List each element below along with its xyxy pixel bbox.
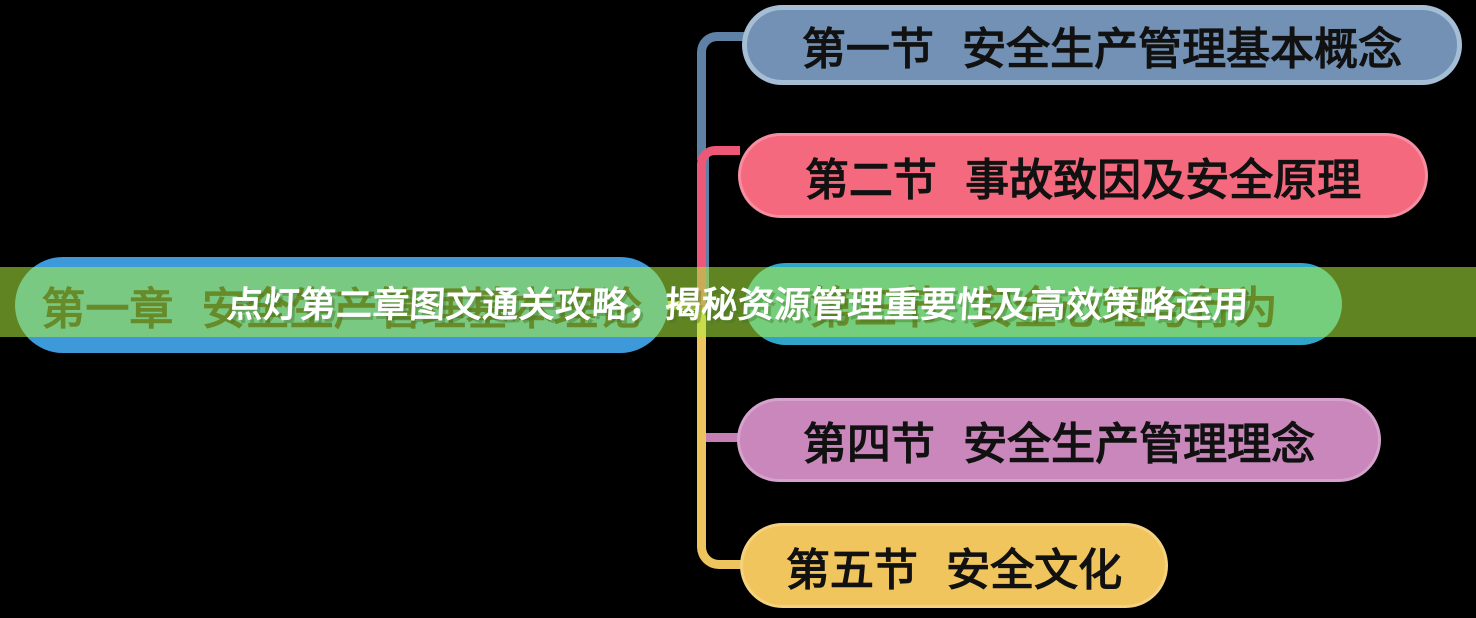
section-node-2[interactable]: 第二节 事故致因及安全原理 (738, 133, 1428, 218)
connector-section-5 (697, 307, 745, 569)
section-node-4[interactable]: 第四节 安全生产管理理念 (737, 398, 1381, 482)
title-banner-text: 点灯第二章图文通关攻略，揭秘资源管理重要性及高效策略运用 (225, 284, 1250, 325)
connector-section-1-trunk-sliver (706, 150, 709, 302)
section-node-1[interactable]: 第一节 安全生产管理基本概念 (742, 5, 1462, 85)
section-node-4-label: 第四节 安全生产管理理念 (802, 420, 1316, 469)
connector-section-2 (697, 146, 740, 311)
connector-section-4 (700, 433, 740, 442)
title-banner: 点灯第二章图文通关攻略，揭秘资源管理重要性及高效策略运用 (0, 267, 1476, 337)
section-node-2-label: 第二节 事故致因及安全原理 (804, 155, 1362, 205)
connector-section-1 (697, 32, 745, 160)
section-node-1-label: 第一节 安全生产管理基本概念 (801, 25, 1403, 74)
section-node-5-label: 第五节 安全文化 (785, 545, 1123, 595)
section-node-5[interactable]: 第五节 安全文化 (740, 523, 1168, 608)
